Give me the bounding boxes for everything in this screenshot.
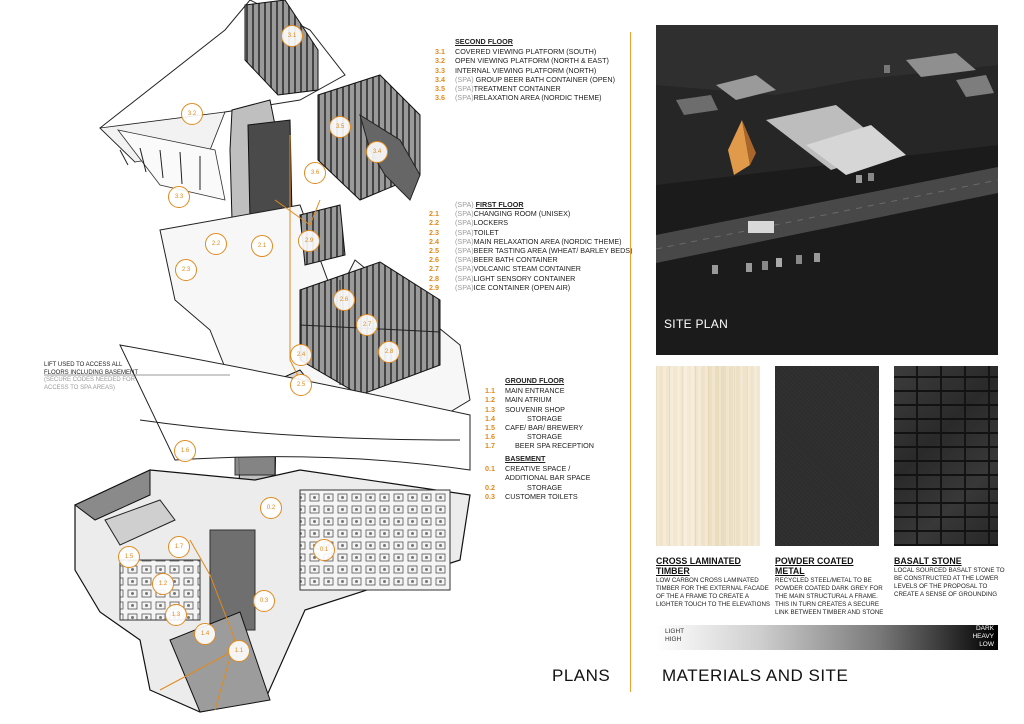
plan-marker: 1.3	[165, 604, 187, 626]
plan-marker: 2.5	[290, 374, 312, 396]
plan-marker: 3.6	[304, 162, 326, 184]
plan-marker: 1.7	[168, 536, 190, 558]
plan-marker: 2.2	[205, 233, 227, 255]
plan-marker: 0.3	[253, 590, 275, 612]
plan-marker: 0.2	[260, 497, 282, 519]
plan-marker: 2.8	[378, 341, 400, 363]
plan-marker: 1.5	[118, 546, 140, 568]
plan-marker: 2.3	[175, 259, 197, 281]
plan-marker: 1.6	[174, 440, 196, 462]
site-plan-label: SITE PLAN	[664, 317, 729, 331]
stone-swatch	[894, 366, 998, 546]
plan-marker: 2.7	[356, 314, 378, 336]
plans-title: PLANS	[552, 666, 611, 685]
legend-heading: SECOND FLOOR	[455, 37, 513, 46]
materials-site-title: MATERIALS AND SITE	[662, 666, 849, 685]
tone-scale-bar	[656, 625, 998, 650]
plan-marker: 3.2	[181, 103, 203, 125]
plan-marker: 2.9	[298, 230, 320, 252]
plan-marker: 1.2	[152, 573, 174, 595]
plan-marker: 1.1	[228, 640, 250, 662]
material-title: BASALT STONE	[894, 556, 962, 566]
timber-swatch	[656, 366, 760, 546]
page-divider	[630, 32, 631, 692]
plan-marker: 2.1	[251, 235, 273, 257]
site-plan-photo: SITE PLAN	[656, 25, 998, 355]
plan-marker: 3.5	[329, 116, 351, 138]
legend-first-floor: (SPA) FIRST FLOOR 2.1(SPA)CHANGING ROOM …	[429, 200, 633, 292]
plan-marker: 2.4	[290, 344, 312, 366]
metal-swatch	[775, 366, 879, 546]
plan-marker: 3.3	[168, 186, 190, 208]
plan-marker: 1.4	[194, 623, 216, 645]
plan-marker: 3.4	[366, 141, 388, 163]
plan-marker: 2.6	[333, 289, 355, 311]
plan-marker: 3.1	[281, 25, 303, 47]
lift-note: LIFT USED TO ACCESS ALL FLOORS INCLUDING…	[44, 362, 139, 391]
plan-marker: 0.1	[313, 539, 335, 561]
